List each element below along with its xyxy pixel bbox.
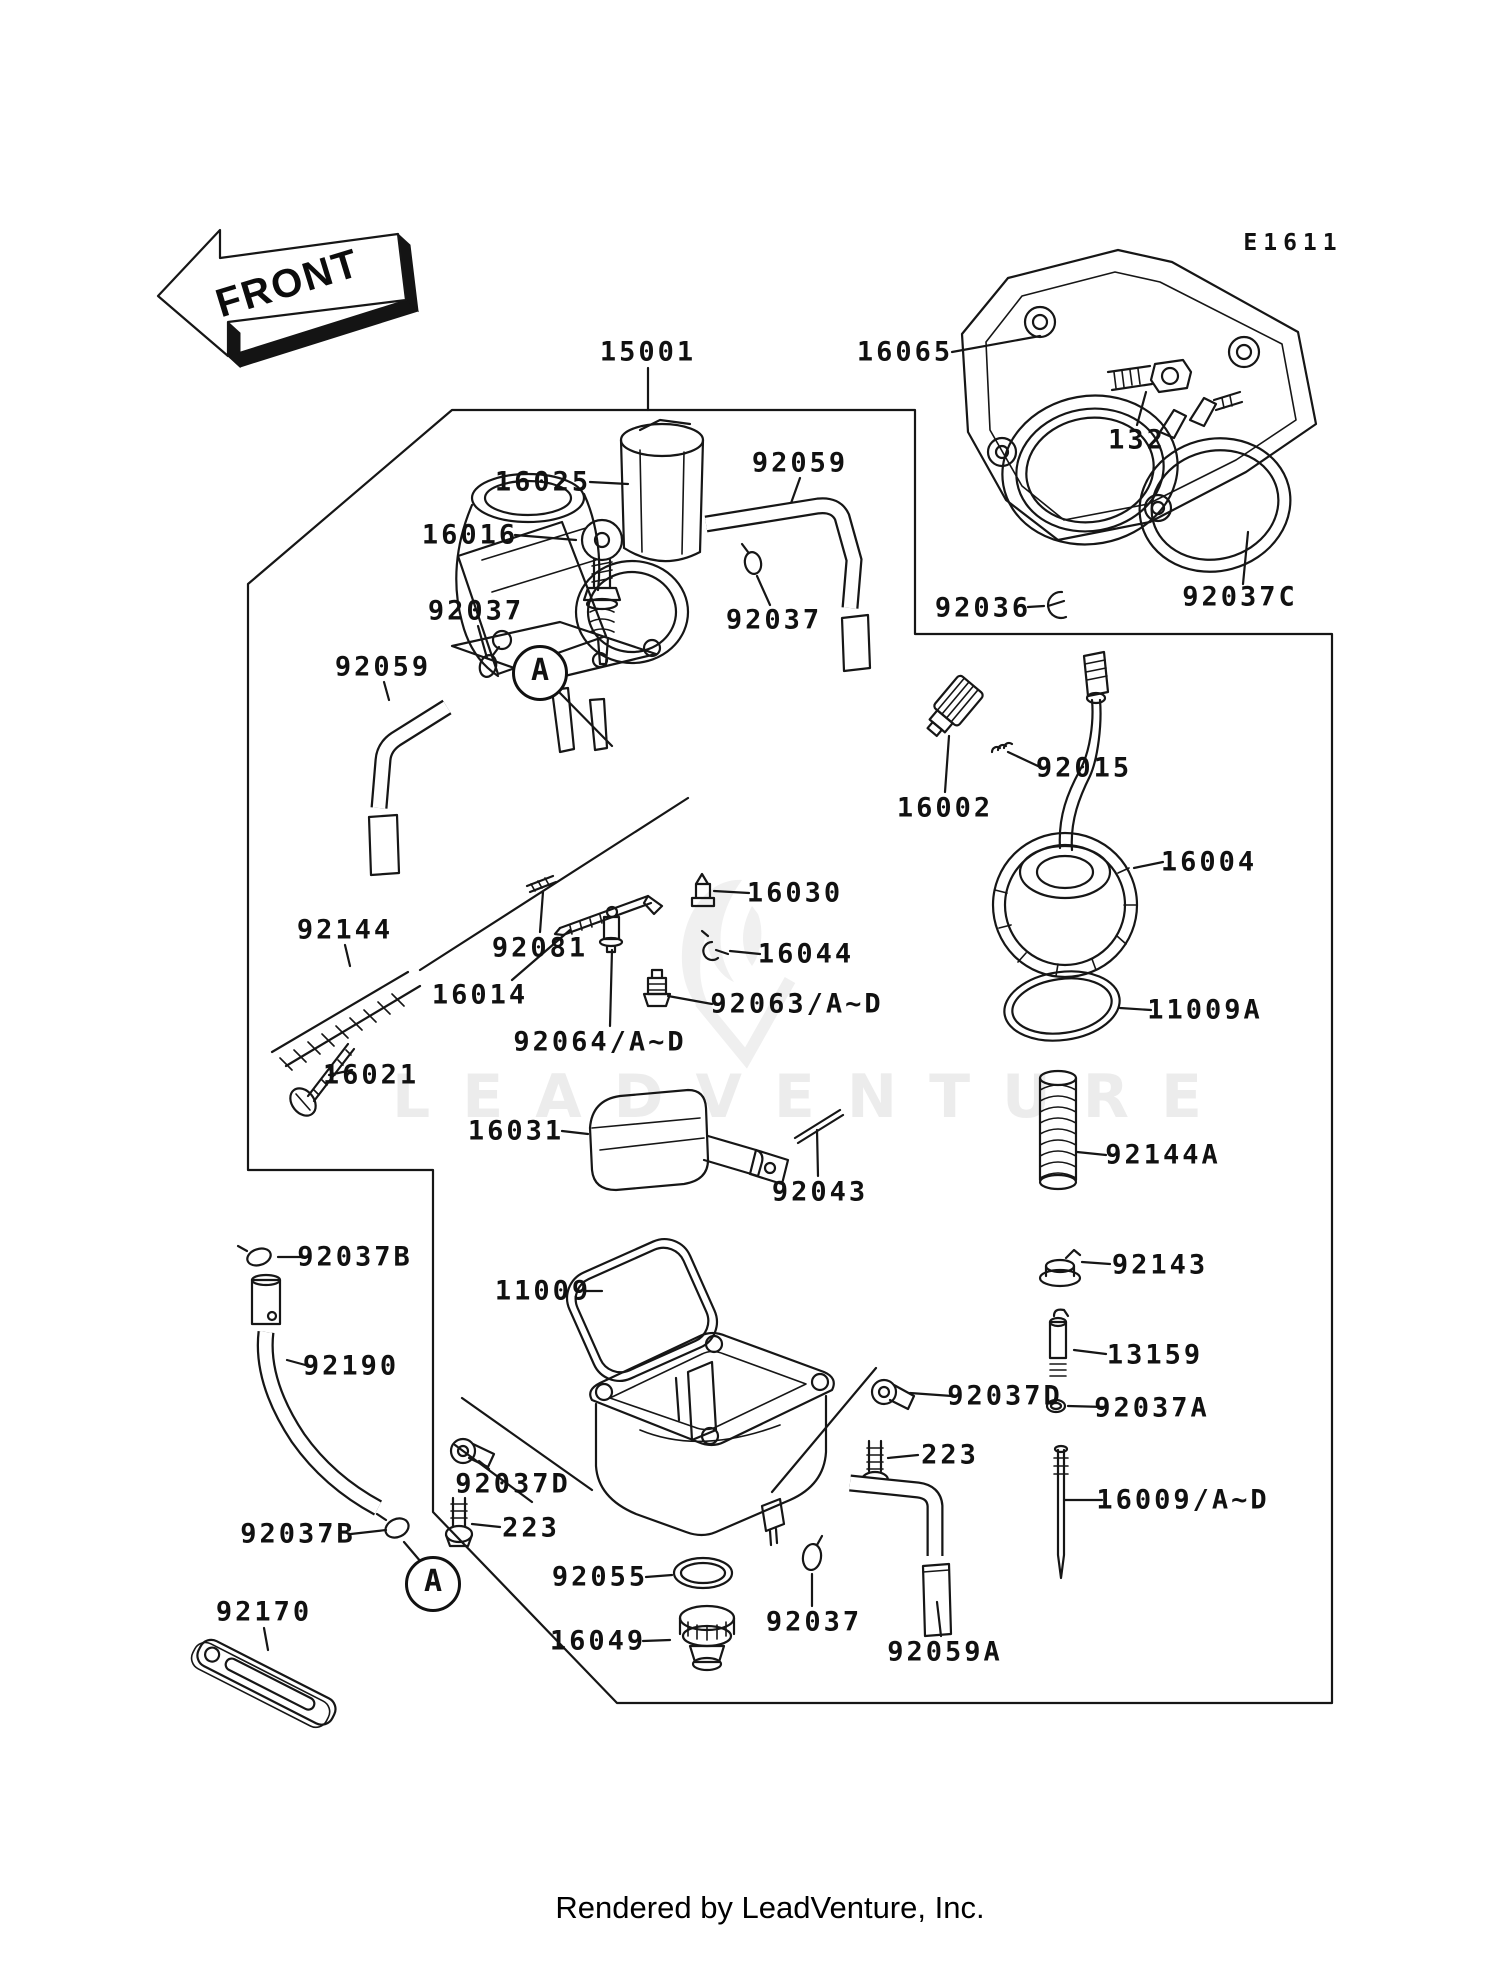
fitting-92037d-left-drawing bbox=[449, 1437, 496, 1469]
assembly-box-outline bbox=[246, 408, 1334, 1705]
holder-plate-92170-drawing bbox=[190, 1638, 337, 1729]
overflow-tube-92190-drawing bbox=[250, 1273, 383, 1516]
return-spring-92144-drawing bbox=[270, 970, 422, 1071]
pan-screw-16021-drawing bbox=[289, 1042, 356, 1117]
part-label-16009: 16009/A~D bbox=[1096, 1484, 1270, 1516]
part-label-223-right: 223 bbox=[921, 1439, 979, 1471]
hose-92059-top-drawing bbox=[704, 497, 872, 673]
part-label-92055: 92055 bbox=[551, 1561, 649, 1593]
plunger-spring-92144a-drawing bbox=[1038, 1069, 1078, 1191]
hose-92059a-drawing bbox=[849, 1474, 953, 1638]
main-jet-92063-drawing bbox=[642, 968, 672, 1008]
part-label-92037c: 92037C bbox=[1182, 581, 1298, 613]
bowl-gasket-11009-drawing bbox=[565, 1238, 719, 1382]
jet-needle-16009-drawing bbox=[1053, 1444, 1069, 1580]
part-label-92037b-top: 92037B bbox=[297, 1241, 413, 1273]
part-label-16049: 16049 bbox=[549, 1625, 647, 1657]
clamp-clip-92037-mid-drawing bbox=[740, 542, 763, 575]
part-label-16025: 16025 bbox=[494, 466, 592, 498]
part-label-11009: 11009 bbox=[494, 1275, 592, 1307]
plunger-cap-92143-drawing bbox=[1038, 1248, 1082, 1288]
bowl-bolt-223-left-drawing bbox=[444, 1496, 474, 1548]
part-label-132: 132 bbox=[1108, 424, 1166, 456]
part-label-92037b-bottom: 92037B bbox=[240, 1518, 356, 1550]
part-label-92037d-left: 92037D bbox=[455, 1468, 571, 1500]
part-label-16014: 16014 bbox=[431, 979, 529, 1011]
footer-credit: Rendered by LeadVenture, Inc. bbox=[555, 1890, 985, 1925]
oring-92037a-drawing bbox=[1045, 1398, 1067, 1414]
float-16031-drawing bbox=[588, 1088, 790, 1192]
part-label-92037-top: 92037 bbox=[427, 595, 525, 627]
detail-marker-a-bottom: A bbox=[405, 1556, 461, 1612]
fitting-92037d-right-drawing bbox=[870, 1378, 916, 1411]
cable-adjuster-16002-drawing bbox=[926, 674, 984, 738]
clip-92037b-top-drawing bbox=[236, 1244, 272, 1267]
part-label-92037a: 92037A bbox=[1094, 1392, 1210, 1424]
part-label-92064: 92064/A~D bbox=[513, 1026, 687, 1058]
part-label-92081: 92081 bbox=[491, 932, 589, 964]
float-pin-92043-drawing bbox=[793, 1108, 845, 1145]
slow-jet-16030-drawing bbox=[690, 872, 716, 908]
band-clamp-92037c-drawing bbox=[1138, 390, 1292, 573]
part-label-92144a: 92144A bbox=[1105, 1139, 1221, 1171]
part-label-92036: 92036 bbox=[934, 592, 1032, 624]
part-label-92043: 92043 bbox=[771, 1176, 869, 1208]
part-label-92037-mid: 92037 bbox=[725, 604, 823, 636]
part-label-11009a: 11009A bbox=[1147, 994, 1263, 1026]
flange-bolt-132-drawing bbox=[1106, 358, 1193, 394]
pilot-screw-16014-drawing bbox=[553, 894, 664, 937]
part-label-16044: 16044 bbox=[757, 938, 855, 970]
part-label-16016: 16016 bbox=[421, 519, 519, 551]
clip-92037b-bottom-drawing bbox=[375, 1512, 410, 1539]
part-label-92059-top: 92059 bbox=[751, 447, 849, 479]
part-label-16065: 16065 bbox=[856, 336, 954, 368]
oring-11009a-drawing bbox=[1003, 970, 1121, 1042]
throttle-valve-16025-drawing bbox=[619, 418, 705, 563]
part-label-92143: 92143 bbox=[1111, 1249, 1209, 1281]
leadventure-flame-icon bbox=[681, 879, 796, 1069]
part-label-92170: 92170 bbox=[215, 1596, 313, 1628]
float-bowl-drawing bbox=[589, 1331, 835, 1547]
hook-clamp-92036-drawing bbox=[1046, 590, 1068, 620]
part-label-92059-left: 92059 bbox=[334, 651, 432, 683]
lever-16044-drawing bbox=[700, 929, 730, 962]
adjuster-spring-92015-drawing bbox=[990, 741, 1014, 754]
part-label-16002: 16002 bbox=[896, 792, 994, 824]
pilot-spring-92081-drawing bbox=[525, 874, 558, 894]
part-label-16021: 16021 bbox=[322, 1059, 420, 1091]
air-screw-16016-drawing bbox=[580, 518, 624, 666]
part-label-92063: 92063/A~D bbox=[710, 988, 884, 1020]
starter-cap-16004-drawing bbox=[991, 650, 1139, 979]
diagram-code: E1611 bbox=[1243, 230, 1343, 256]
part-label-92037d-right: 92037D bbox=[947, 1380, 1063, 1412]
part-label-223-left: 223 bbox=[502, 1512, 560, 1544]
hose-92059-left-drawing bbox=[367, 699, 452, 877]
carburetor-holder-16065-drawing bbox=[960, 248, 1318, 546]
clamp-clip-92037-bottom-drawing bbox=[801, 1534, 824, 1572]
part-label-15001: 15001 bbox=[599, 336, 697, 368]
part-label-16004: 16004 bbox=[1160, 846, 1258, 878]
front-arrow-icon bbox=[156, 228, 419, 369]
part-label-16031: 16031 bbox=[467, 1115, 565, 1147]
detail-marker-a-top: A bbox=[512, 645, 568, 701]
clamp-clip-92037-top-drawing bbox=[478, 645, 501, 678]
oring-92055-drawing bbox=[672, 1556, 734, 1590]
drain-plug-16049-drawing bbox=[678, 1604, 736, 1672]
part-label-13159: 13159 bbox=[1106, 1339, 1204, 1371]
needle-jet-92064-drawing bbox=[598, 905, 624, 954]
part-label-16030: 16030 bbox=[746, 877, 844, 909]
part-label-92190: 92190 bbox=[302, 1350, 400, 1382]
part-label-92144: 92144 bbox=[296, 914, 394, 946]
starter-plunger-13159-drawing bbox=[1048, 1308, 1070, 1377]
part-label-92015: 92015 bbox=[1035, 752, 1133, 784]
part-label-92037-bottom: 92037 bbox=[765, 1606, 863, 1638]
part-label-92059a: 92059A bbox=[887, 1636, 1003, 1668]
